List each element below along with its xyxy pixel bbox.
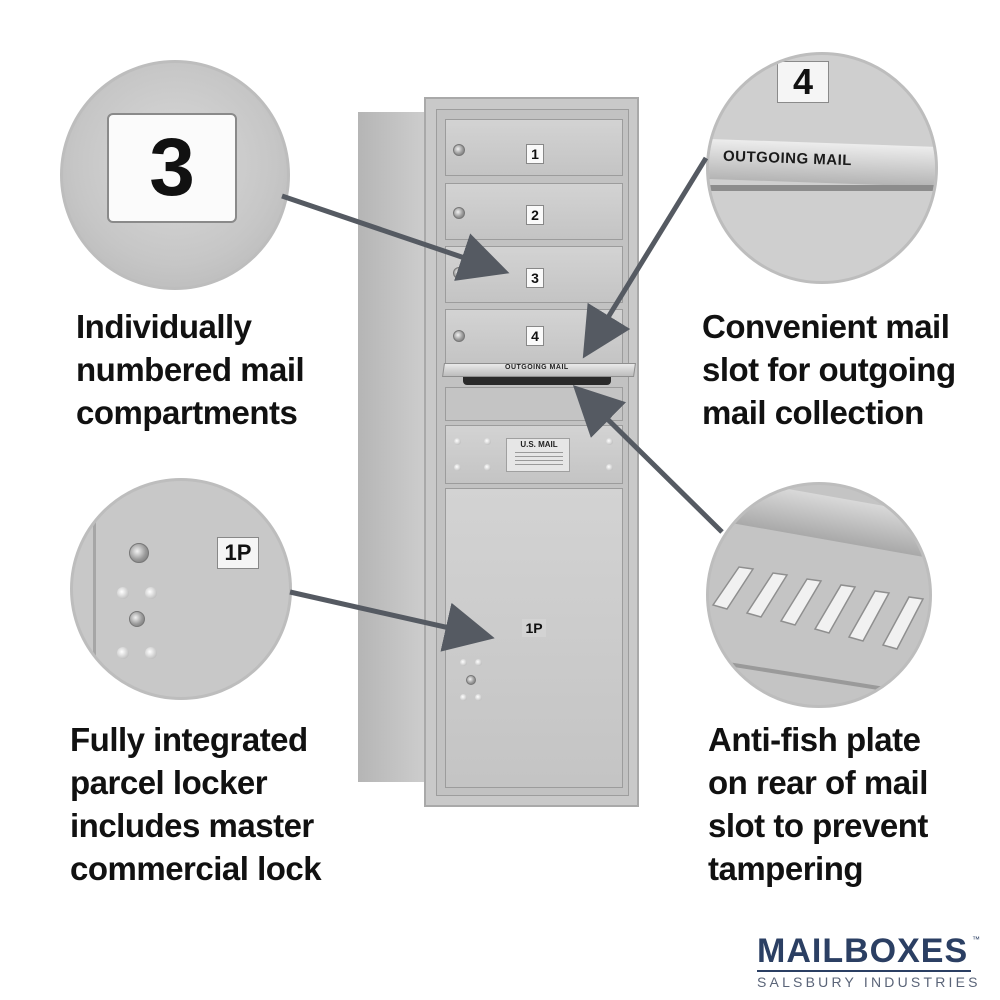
zoom-circle-parcel-lock: 1P	[70, 478, 292, 700]
usps-plate-fineprint	[515, 452, 563, 468]
arrow-to-parcel-locker	[289, 589, 495, 652]
door-number-tag: 4	[526, 326, 544, 346]
rivet	[117, 647, 129, 659]
zoom-number-tag: 3	[107, 113, 237, 223]
anti-fish-slots	[709, 566, 929, 699]
usps-approval-plate: U.S. MAIL	[506, 438, 570, 472]
feature-line: slot for outgoing	[702, 351, 956, 388]
feature-line: Fully integrated	[70, 721, 308, 758]
feature-line: Individually	[76, 308, 252, 345]
zoom-slot-shadow	[709, 185, 935, 191]
zoom-circle-anti-fish-plate	[706, 482, 932, 708]
brand-subtitle: SALSBURY INDUSTRIES	[757, 974, 981, 990]
door-number-tag: 3	[526, 268, 544, 288]
master-lock-icon	[466, 675, 476, 685]
door-number-tag: 2	[526, 205, 544, 225]
lock-icon	[453, 207, 465, 219]
mailbox-door-2[interactable]: 2	[445, 183, 623, 240]
rivet	[454, 438, 461, 445]
rivet	[484, 464, 491, 471]
feature-line: numbered mail	[76, 351, 305, 388]
zoom-lock-icon	[129, 543, 149, 563]
rivet	[460, 694, 467, 701]
arrow-to-anti-fish-plate	[572, 384, 724, 534]
lock-icon	[453, 330, 465, 342]
feature-line: commercial lock	[70, 850, 322, 887]
rivet	[460, 659, 467, 666]
feature-text-numbered-compartments: Individually numbered mail compartments	[76, 305, 305, 434]
us-mail-panel: U.S. MAIL	[445, 425, 623, 484]
arrow-to-outgoing-slot	[582, 156, 709, 359]
feature-line: on rear of mail	[708, 764, 928, 801]
rivet	[484, 438, 491, 445]
feature-line: mail collection	[702, 394, 924, 431]
feature-line: slot to prevent	[708, 807, 928, 844]
door-number-tag: 1	[526, 144, 544, 164]
zoom-circle-outgoing-slot: 4 OUTGOING MAIL	[706, 52, 938, 284]
zoom-parcel-tag: 1P	[217, 537, 259, 569]
zoom-door-4-tag: 4	[777, 61, 829, 103]
rivet	[454, 464, 461, 471]
rivet	[117, 587, 129, 599]
zoom-circle-number: 3	[60, 60, 290, 290]
feature-line: includes master	[70, 807, 314, 844]
brand-name: MAILBOXES	[757, 932, 969, 970]
rivet	[606, 438, 613, 445]
brand-trademark: ™	[972, 935, 980, 944]
feature-line: tampering	[708, 850, 864, 887]
brand-divider	[757, 970, 971, 972]
rivet	[475, 694, 482, 701]
rivet	[145, 587, 157, 599]
parcel-number-tag: 1P	[522, 619, 546, 637]
usps-plate-title: U.S. MAIL	[520, 440, 558, 449]
zoom-door-edge	[93, 481, 96, 697]
rivet	[606, 464, 613, 471]
feature-text-outgoing-slot: Convenient mail slot for outgoing mail c…	[702, 305, 956, 434]
outgoing-slot-label: OUTGOING MAIL	[505, 364, 569, 371]
feature-text-anti-fish-plate: Anti-fish plate on rear of mail slot to …	[708, 718, 928, 890]
feature-line: Convenient mail	[702, 308, 950, 345]
mailbox-door-1[interactable]: 1	[445, 119, 623, 176]
feature-text-parcel-locker: Fully integrated parcel locker includes …	[70, 718, 322, 890]
outgoing-slot-opening	[463, 377, 611, 385]
rivet	[145, 647, 157, 659]
arrow-to-door-3	[281, 193, 510, 281]
lock-icon	[453, 144, 465, 156]
feature-line: compartments	[76, 394, 298, 431]
rivet	[475, 659, 482, 666]
zoom-master-lock-icon	[129, 611, 145, 627]
feature-line: parcel locker	[70, 764, 268, 801]
feature-line: Anti-fish plate	[708, 721, 921, 758]
